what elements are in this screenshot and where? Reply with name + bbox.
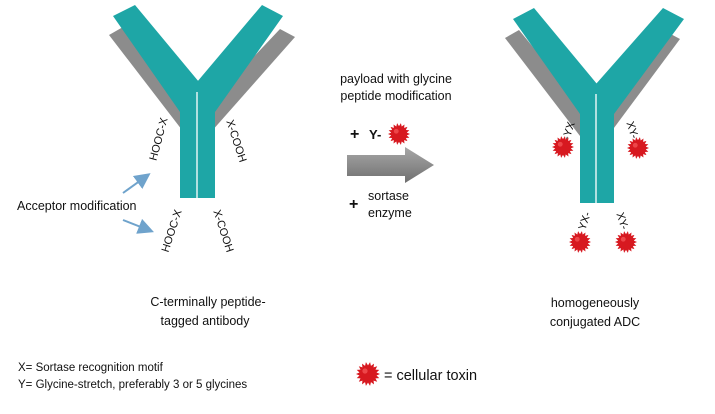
toxin-highlight <box>393 128 399 134</box>
toxin-icon-lower-left <box>569 231 591 253</box>
sortase-label-line1: sortase <box>368 189 409 203</box>
toxin-core <box>359 365 377 383</box>
right-light-chain-left <box>505 30 582 136</box>
toxin-highlight <box>574 236 580 242</box>
toxin-legend-icon <box>356 362 380 386</box>
left-caption-line2: tagged antibody <box>161 314 251 328</box>
plus-sign-payload: + <box>350 126 359 143</box>
sortase-label-line2: enzyme <box>368 206 412 220</box>
left-light-chain-right <box>209 29 295 132</box>
plus-sign-enzyme: + <box>349 196 358 213</box>
left-tag-upper-right: X-COOH <box>223 118 248 164</box>
left-heavy-chain-right <box>197 5 283 198</box>
toxin-highlight <box>557 141 563 147</box>
left-light-chain-left <box>109 27 183 130</box>
toxin-icon <box>388 123 410 145</box>
toxin-core <box>618 234 634 250</box>
right-caption-line1: homogeneously <box>551 296 640 310</box>
right-antibody <box>505 8 684 203</box>
toxin-core <box>391 126 407 142</box>
right-tag-lower-right: XY- <box>613 211 630 232</box>
right-heavy-chain-right <box>596 8 684 203</box>
right-light-chain-right <box>607 31 680 136</box>
toxin-highlight <box>620 236 626 242</box>
right-tag-upper-left: -YX <box>561 120 578 142</box>
toxin-highlight <box>632 142 638 148</box>
toxin-legend-label: = cellular toxin <box>384 368 477 384</box>
reaction-arrow <box>347 147 434 183</box>
acceptor-arrow-upper <box>122 173 151 194</box>
toxin-highlight <box>362 368 368 374</box>
left-caption-line1: C-terminally peptide- <box>150 295 265 309</box>
payload-label-line2: peptide modification <box>340 89 451 103</box>
left-tag-lower-left: HOOC-X <box>160 208 185 254</box>
toxin-core <box>555 139 571 155</box>
right-heavy-chain-left <box>513 8 597 203</box>
toxin-icon-upper-right <box>627 137 649 159</box>
right-tag-upper-right: XY- <box>623 120 640 141</box>
acceptor-arrow-lower <box>122 218 154 234</box>
left-tag-upper-left: HOOC-X <box>148 116 171 162</box>
toxin-icon-upper-left <box>552 136 574 158</box>
legend-y-definition: Y= Glycine-stretch, preferably 3 or 5 gl… <box>18 379 247 391</box>
right-caption-line2: conjugated ADC <box>550 315 640 329</box>
right-tag-lower-left: YX- <box>577 210 594 231</box>
y-dash-label: Y- <box>369 127 381 142</box>
left-antibody <box>109 5 295 198</box>
payload-label-line1: payload with glycine <box>340 72 452 86</box>
toxin-core <box>630 140 646 156</box>
acceptor-modification-label: Acceptor modification <box>17 199 137 213</box>
legend-x-definition: X= Sortase recognition motif <box>18 362 164 374</box>
toxin-core <box>572 234 588 250</box>
left-heavy-chain-left <box>113 5 199 198</box>
left-tag-lower-right: X-COOH <box>210 208 235 254</box>
toxin-icon-lower-right <box>615 231 637 253</box>
